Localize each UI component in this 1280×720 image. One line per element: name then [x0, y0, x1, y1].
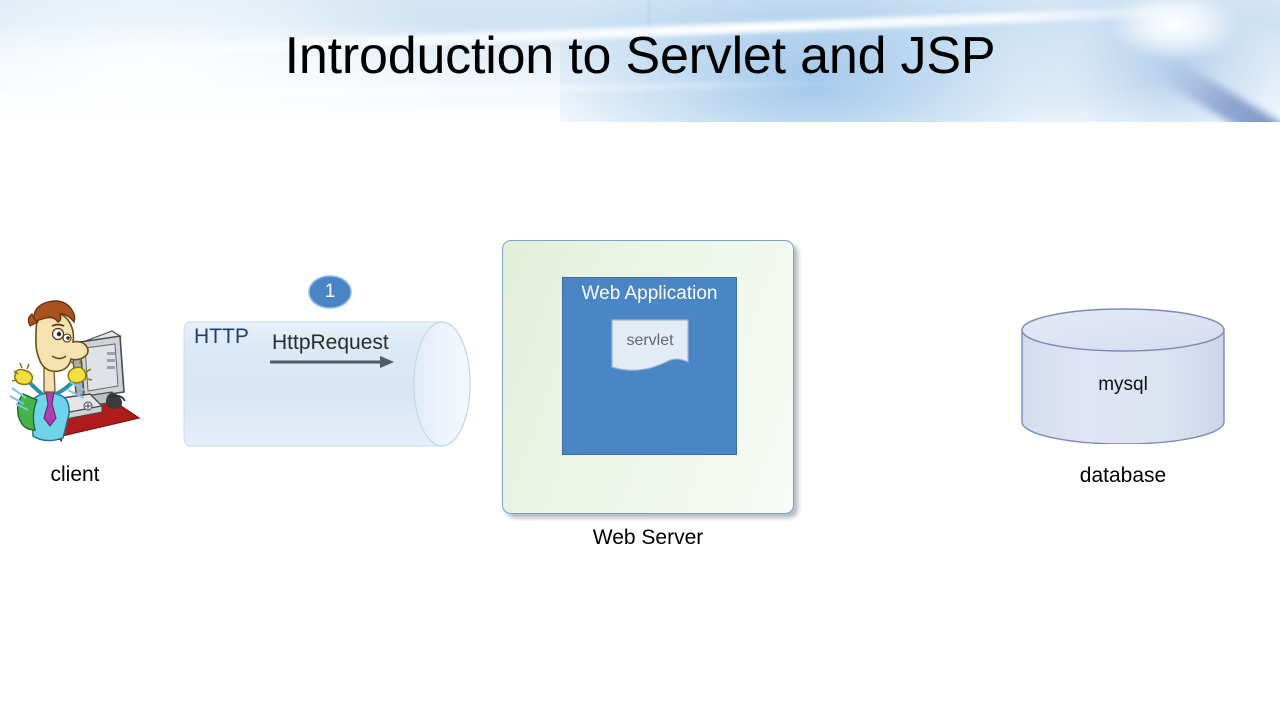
database-cylinder-icon: [1018, 308, 1228, 445]
database-engine-label: mysql: [1098, 374, 1148, 395]
page-title: Introduction to Servlet and JSP: [284, 27, 996, 85]
http-request-label: HttpRequest: [272, 331, 389, 354]
banner-highlight-left: [0, 0, 460, 122]
servlet-label: servlet: [626, 332, 674, 349]
web-server-label: Web Server: [592, 526, 704, 549]
step-number-badge: [308, 275, 352, 309]
request-arrow-icon: [268, 352, 398, 372]
client-label: client: [50, 463, 100, 486]
http-protocol-label: HTTP: [194, 325, 249, 348]
database-label: database: [1079, 464, 1167, 487]
title-banner: [0, 0, 1280, 122]
banner-white-hotspot: [1110, 0, 1240, 60]
banner-vertical-line: [648, 0, 650, 118]
servlet-document-icon: [610, 318, 690, 374]
http-channel-cylinder: [180, 318, 472, 450]
web-application-label: Web Application: [581, 283, 718, 304]
step-number-label: 1: [324, 281, 336, 302]
client-computer-clipart-icon: [8, 296, 142, 446]
